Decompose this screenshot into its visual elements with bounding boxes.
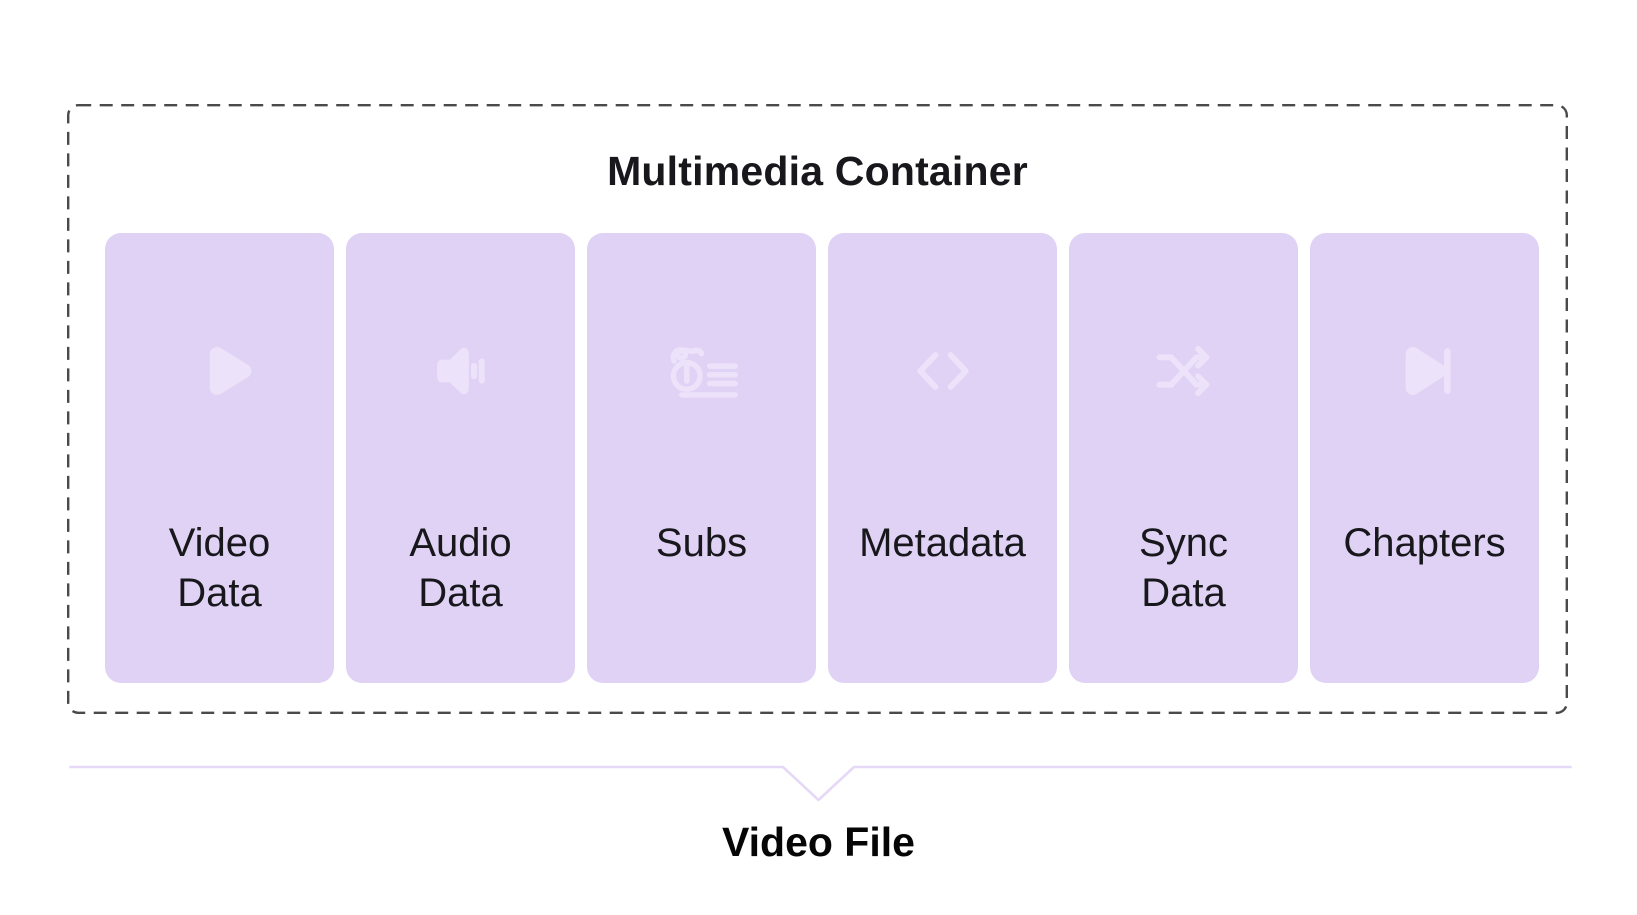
shuffle-icon [1069, 336, 1298, 406]
card-label: Subs [655, 521, 748, 565]
track-cards-row: Video Data Audio Data [105, 233, 1539, 683]
card-label: Chapters [1343, 521, 1506, 565]
card-sync-data: Sync Data [1069, 233, 1298, 683]
card-label: Sync Data [1139, 521, 1228, 615]
speaker-icon [346, 336, 575, 406]
play-icon [105, 336, 334, 406]
code-icon [828, 336, 1057, 406]
card-label: Video Data [168, 521, 271, 615]
card-subs: Subs [587, 233, 816, 683]
container-title: Multimedia Container [607, 148, 1028, 194]
card-chapters: Chapters [1310, 233, 1539, 683]
card-label: Audio Data [409, 521, 512, 615]
card-video-data: Video Data [105, 233, 334, 683]
multimedia-container: Multimedia Container Video Data Audio Da… [67, 104, 1568, 714]
card-audio-data: Audio Data [346, 233, 575, 683]
card-label: Metadata [859, 521, 1026, 565]
card-metadata: Metadata [828, 233, 1057, 683]
video-file-label: Video File [722, 819, 915, 865]
skip-forward-icon [1310, 336, 1539, 406]
dashed-border [67, 104, 1568, 714]
subtitles-icon [587, 336, 816, 406]
bracket-pointer [69, 765, 1572, 802]
